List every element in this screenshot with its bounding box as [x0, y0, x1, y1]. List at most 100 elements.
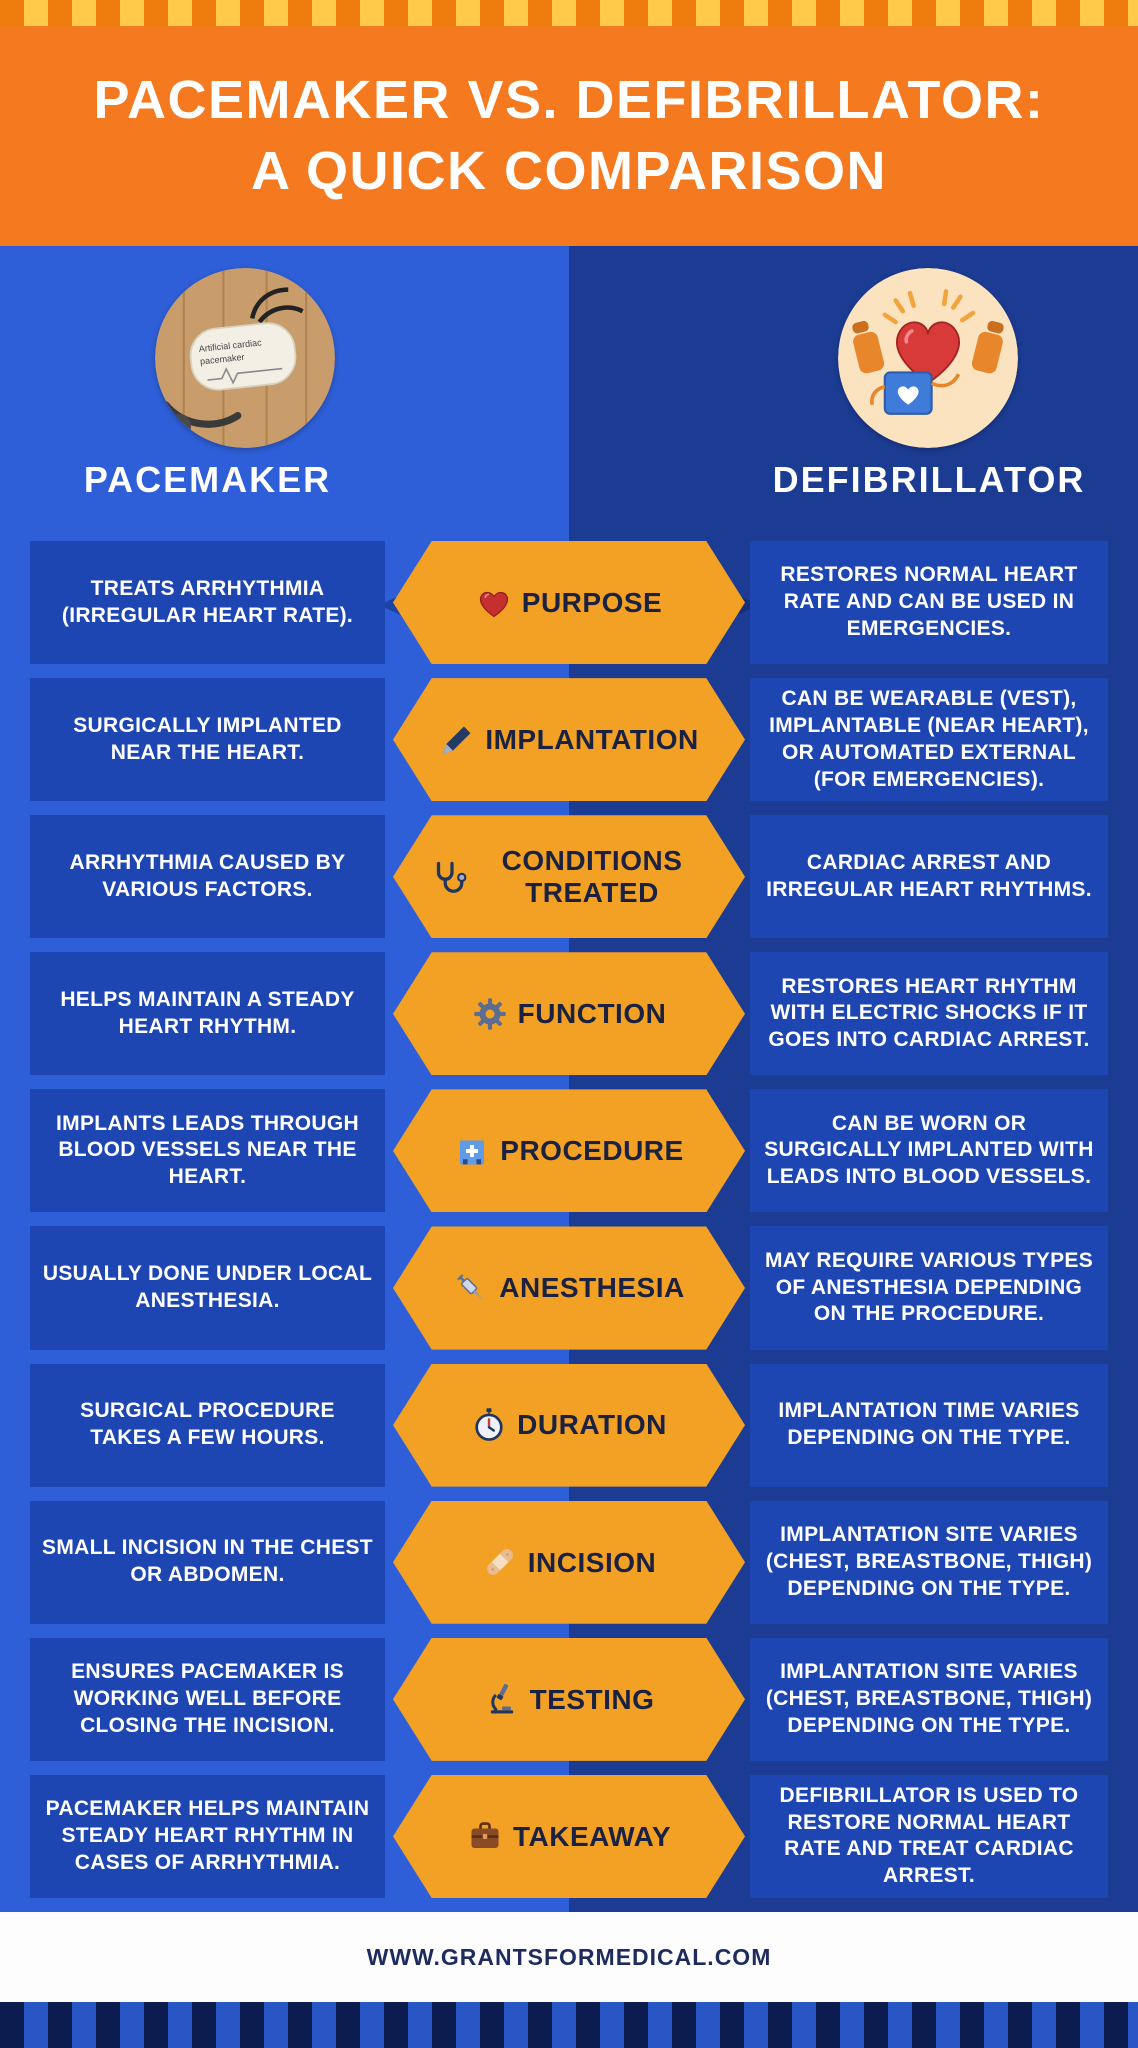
defibrillator-cell-text: DEFIBRILLATOR IS USED TO RESTORE NORMAL …: [779, 1783, 1079, 1888]
comparison-row-implantation: SURGICALLY IMPLANTED NEAR THE HEART. IMP…: [0, 678, 1138, 802]
pacemaker-cell: ENSURES PACEMAKER IS WORKING WELL BEFORE…: [30, 1637, 385, 1761]
stethoscope-icon: [431, 859, 467, 895]
hospital-icon: [454, 1133, 490, 1169]
category-badge-duration: DURATION: [393, 1363, 745, 1487]
defibrillator-cell: IMPLANTATION SITE VARIES (CHEST, BREASTB…: [750, 1637, 1108, 1761]
comparison-row-duration: SURGICAL PROCEDURE TAKES A FEW HOURS. DU…: [0, 1363, 1138, 1487]
spark-lines: [882, 289, 976, 325]
category-badge-anesthesia: ANESTHESIA: [393, 1226, 745, 1350]
defibrillator-cell: CARDIAC ARREST AND IRREGULAR HEART RHYTH…: [750, 815, 1108, 939]
comparison-row-conditions-treated: ARRHYTHMIA CAUSED BY VARIOUS FACTORS. CO…: [0, 815, 1138, 939]
category-badge-function: FUNCTION: [393, 952, 745, 1076]
pacemaker-cell: SURGICALLY IMPLANTED NEAR THE HEART.: [30, 678, 385, 802]
defibrillator-cell-text: MAY REQUIRE VARIOUS TYPES OF ANESTHESIA …: [764, 1248, 1094, 1326]
category-label: PURPOSE: [521, 586, 663, 618]
pacemaker-cell-text: ARRHYTHMIA CAUSED BY VARIOUS FACTORS.: [69, 850, 346, 901]
defibrillator-cell-text: IMPLANTATION SITE VARIES (CHEST, BREASTB…: [765, 1522, 1093, 1600]
column-title-pacemaker: PACEMAKER: [83, 459, 332, 500]
defibrillator-cell: RESTORES HEART RHYTHM WITH ELECTRIC SHOC…: [750, 952, 1108, 1076]
pacemaker-cell: USUALLY DONE UNDER LOCAL ANESTHESIA.: [30, 1226, 385, 1350]
defibrillator-cell-text: IMPLANTATION SITE VARIES (CHEST, BREASTB…: [765, 1659, 1093, 1737]
aed-unit: [870, 371, 961, 415]
pacemaker-cell: SMALL INCISION IN THE CHEST OR ABDOMEN.: [30, 1500, 385, 1624]
column-title-defibrillator: DEFIBRILLATOR: [772, 459, 1086, 500]
category-badge-purpose: PURPOSE: [393, 541, 745, 665]
pacemaker-image: Artificial cardiac pacemaker: [155, 268, 335, 448]
defibrillator-cell: IMPLANTATION TIME VARIES DEPENDING ON TH…: [750, 1363, 1108, 1487]
defibrillator-cell: CAN BE WORN OR SURGICALLY IMPLANTED WITH…: [750, 1089, 1108, 1213]
defibrillator-cell-text: CARDIAC ARREST AND IRREGULAR HEART RHYTH…: [766, 850, 1092, 901]
scalpel-icon: [439, 722, 475, 758]
category-label: INCISION: [527, 1546, 657, 1578]
pacemaker-cell: SURGICAL PROCEDURE TAKES A FEW HOURS.: [30, 1363, 385, 1487]
briefcase-icon: [467, 1818, 503, 1854]
top-border-stripes: [0, 0, 1138, 26]
category-badge-takeaway: TAKEAWAY: [393, 1774, 745, 1898]
heart-icon: [476, 585, 512, 621]
ecg-line: [207, 367, 283, 385]
pacemaker-cell: ARRHYTHMIA CAUSED BY VARIOUS FACTORS.: [30, 815, 385, 939]
heart-illustration: [896, 321, 960, 385]
pacemaker-cell-text: HELPS MAINTAIN A STEADY HEART RHYTHM.: [60, 987, 355, 1038]
pacemaker-cell: TREATS ARRHYTHMIA (IRREGULAR HEART RATE)…: [30, 541, 385, 665]
category-label: FUNCTION: [517, 998, 667, 1030]
pacemaker-cell: HELPS MAINTAIN A STEADY HEART RHYTHM.: [30, 952, 385, 1076]
pacemaker-cell-text: IMPLANTS LEADS THROUGH BLOOD VESSELS NEA…: [56, 1111, 359, 1189]
pacemaker-cell-text: TREATS ARRHYTHMIA (IRREGULAR HEART RATE)…: [61, 576, 354, 627]
page-title-line-1: PACEMAKER VS. DEFIBRILLATOR:: [93, 69, 1045, 130]
page-title-line-2: A QUICK COMPARISON: [250, 141, 887, 201]
category-badge-incision: INCISION: [393, 1500, 745, 1624]
pacemaker-cell-text: PACEMAKER HELPS MAINTAIN STEADY HEART RH…: [45, 1797, 370, 1874]
bandage-icon: [482, 1544, 518, 1580]
pacemaker-device: Artificial cardiac pacemaker: [189, 322, 297, 391]
pacemaker-cell-text: SMALL INCISION IN THE CHEST OR ABDOMEN.: [42, 1536, 373, 1587]
comparison-row-purpose: TREATS ARRHYTHMIA (IRREGULAR HEART RATE)…: [0, 541, 1138, 665]
category-label: ANESTHESIA: [499, 1272, 685, 1304]
pacemaker-cell-text: USUALLY DONE UNDER LOCAL ANESTHESIA.: [42, 1262, 373, 1313]
comparison-row-incision: SMALL INCISION IN THE CHEST OR ABDOMEN. …: [0, 1500, 1138, 1624]
comparison-row-testing: ENSURES PACEMAKER IS WORKING WELL BEFORE…: [0, 1637, 1138, 1761]
pacemaker-cell: IMPLANTS LEADS THROUGH BLOOD VESSELS NEA…: [30, 1089, 385, 1213]
gear-icon: [472, 996, 508, 1032]
defibrillator-panel-background: [569, 246, 1138, 1912]
defibrillator-cell: IMPLANTATION SITE VARIES (CHEST, BREASTB…: [750, 1500, 1108, 1624]
defibrillator-cell-text: RESTORES HEART RHYTHM WITH ELECTRIC SHOC…: [768, 974, 1090, 1052]
category-label: IMPLANTATION: [485, 723, 699, 755]
defibrillator-cell-text: RESTORES NORMAL HEART RATE AND CAN BE US…: [780, 563, 1078, 640]
stopwatch-icon: [471, 1407, 507, 1443]
defibrillator-cell: CAN BE WEARABLE (VEST), IMPLANTABLE (NEA…: [750, 678, 1108, 802]
microscope-icon: [484, 1681, 520, 1717]
defibrillator-cell: DEFIBRILLATOR IS USED TO RESTORE NORMAL …: [750, 1774, 1108, 1898]
pacemaker-panel-background: [0, 246, 569, 1912]
category-badge-implantation: IMPLANTATION: [393, 678, 745, 802]
category-label: TESTING: [529, 1683, 655, 1715]
comparison-row-procedure: IMPLANTS LEADS THROUGH BLOOD VESSELS NEA…: [0, 1089, 1138, 1213]
pacemaker-cell-text: SURGICALLY IMPLANTED NEAR THE HEART.: [73, 713, 342, 764]
category-label: TAKEAWAY: [512, 1820, 672, 1852]
defibrillator-cell: RESTORES NORMAL HEART RATE AND CAN BE US…: [750, 541, 1108, 665]
pacemaker-cell: PACEMAKER HELPS MAINTAIN STEADY HEART RH…: [30, 1774, 385, 1898]
footer: WWW.GRANTSFORMEDICAL.COM: [0, 1912, 1138, 2002]
defibrillator-cell-text: CAN BE WEARABLE (VEST), IMPLANTABLE (NEA…: [769, 686, 1089, 791]
pacemaker-cell-text: ENSURES PACEMAKER IS WORKING WELL BEFORE…: [71, 1659, 344, 1737]
comparison-row-takeaway: PACEMAKER HELPS MAINTAIN STEADY HEART RH…: [0, 1774, 1138, 1898]
category-label: DURATION: [517, 1409, 667, 1441]
pacemaker-caption-line-2: pacemaker: [200, 352, 245, 367]
defibrillator-cell-text: IMPLANTATION TIME VARIES DEPENDING ON TH…: [778, 1399, 1080, 1450]
pacemaker-cell-text: SURGICAL PROCEDURE TAKES A FEW HOURS.: [80, 1399, 335, 1450]
category-badge-testing: TESTING: [393, 1637, 745, 1761]
defibrillator-cell-text: CAN BE WORN OR SURGICALLY IMPLANTED WITH…: [764, 1111, 1094, 1189]
syringe-icon: [453, 1270, 489, 1306]
comparison-rows: TREATS ARRHYTHMIA (IRREGULAR HEART RATE)…: [0, 541, 1138, 1898]
bottom-border-stripes: [0, 2002, 1138, 2048]
category-label: PROCEDURE: [500, 1135, 684, 1167]
comparison-row-anesthesia: USUALLY DONE UNDER LOCAL ANESTHESIA. ANE…: [0, 1226, 1138, 1350]
defibrillator-paddles: [852, 320, 1004, 374]
defibrillator-image: [838, 268, 1018, 448]
category-badge-conditions-treated: CONDITIONS TREATED: [393, 815, 745, 939]
comparison-body: Artificial cardiac pacemaker: [0, 246, 1138, 1912]
category-label: CONDITIONS TREATED: [501, 845, 683, 908]
comparison-row-function: HELPS MAINTAIN A STEADY HEART RHYTHM. FU…: [0, 952, 1138, 1076]
website-url: WWW.GRANTSFORMEDICAL.COM: [366, 1943, 772, 1970]
